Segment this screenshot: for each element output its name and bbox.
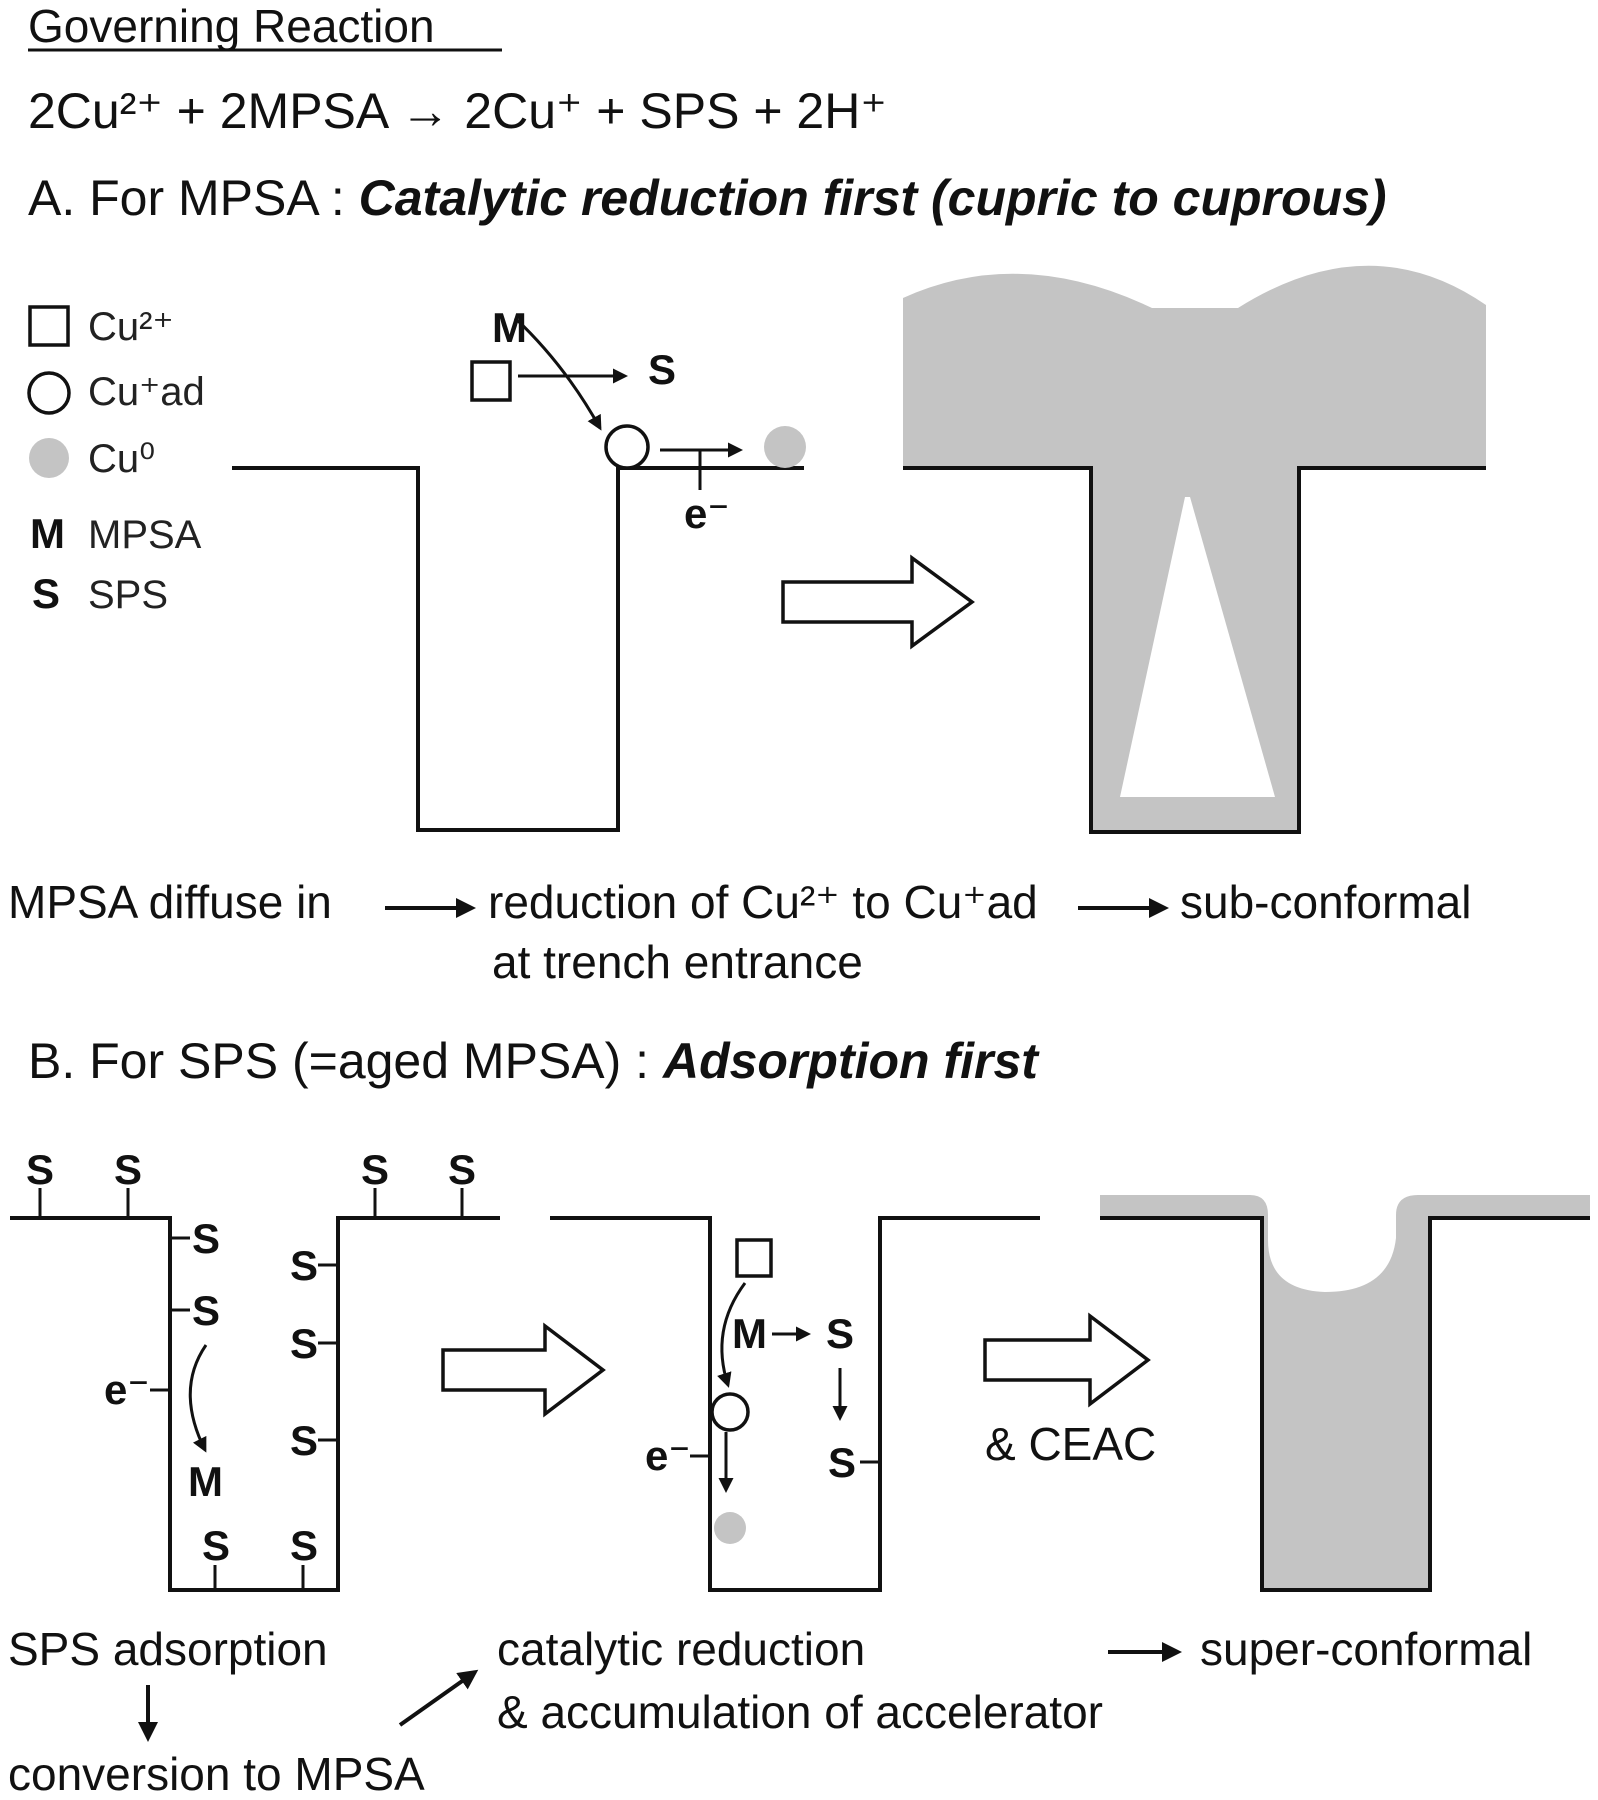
legend-cu-ad-label: Cu⁺ad bbox=[88, 370, 205, 414]
sps-label: S bbox=[26, 1146, 54, 1193]
flow-a-step2-line2: at trench entrance bbox=[492, 936, 863, 988]
overhang-deposit bbox=[903, 265, 1486, 468]
trench-b-result-outline bbox=[903, 466, 1486, 834]
cu2-to-cu-ad-arrow bbox=[717, 1282, 747, 1388]
trench-a-outline bbox=[232, 466, 804, 832]
sps-label: S bbox=[290, 1417, 318, 1464]
sps-label: S bbox=[202, 1522, 230, 1569]
electron-label: e⁻ bbox=[645, 1432, 691, 1479]
entrance-reaction: M S e⁻ bbox=[470, 304, 806, 537]
section-b-prefix: B. For SPS (=aged MPSA) : bbox=[28, 1033, 663, 1089]
section-a: A. For MPSA : Catalytic reduction first … bbox=[8, 170, 1486, 988]
cu2-square-icon bbox=[470, 360, 512, 402]
trench-catalytic: M S S e⁻ bbox=[550, 1216, 1040, 1592]
cu0-dot-icon bbox=[764, 426, 806, 468]
m-to-cu-ad-arrow bbox=[513, 316, 602, 431]
trench-adsorption: S S S S S S e⁻ M S S S S bbox=[10, 1146, 500, 1592]
mpsa-label: M bbox=[732, 1310, 767, 1357]
section-b-emphasis: Adsorption first bbox=[661, 1033, 1040, 1089]
legend-s-label: SPS bbox=[88, 573, 168, 617]
process-arrow-b2 bbox=[983, 1312, 1151, 1408]
legend-cu0-label: Cu⁰ bbox=[88, 437, 155, 481]
trench-b1-outline bbox=[10, 1216, 500, 1592]
flow-a-step3: sub-conformal bbox=[1180, 876, 1471, 928]
sps-label: S bbox=[192, 1215, 220, 1262]
trench-b3-outline bbox=[1100, 1216, 1590, 1592]
flow-b-step3-line2: & accumulation of accelerator bbox=[497, 1686, 1103, 1738]
flow-a: MPSA diffuse in reduction of Cu²⁺ to Cu⁺… bbox=[8, 876, 1471, 988]
sps-label: S bbox=[192, 1287, 220, 1334]
flow-a-step1: MPSA diffuse in bbox=[8, 876, 332, 928]
sps-label: S bbox=[290, 1522, 318, 1569]
process-arrow-b1 bbox=[441, 1322, 606, 1418]
sps-label: S bbox=[448, 1146, 476, 1193]
sps-label: S bbox=[290, 1320, 318, 1367]
reaction-s-label: S bbox=[648, 346, 676, 393]
section-b-heading: B. For SPS (=aged MPSA) : Adsorption fir… bbox=[28, 1033, 1040, 1089]
cu0-dot-icon bbox=[714, 1512, 746, 1544]
cu-ad-circle-icon bbox=[604, 424, 650, 470]
section-b: B. For SPS (=aged MPSA) : Adsorption fir… bbox=[8, 1033, 1590, 1800]
flow-b-step3: catalytic reduction bbox=[497, 1623, 865, 1675]
trench-b2-outline bbox=[550, 1216, 1040, 1592]
super-conformal-result bbox=[1100, 1195, 1590, 1592]
cu0-dot-icon bbox=[29, 438, 69, 478]
cu-ad-circle-icon bbox=[710, 1392, 750, 1432]
legend-cu2-label: Cu²⁺ bbox=[88, 305, 174, 349]
reaction-m-label: M bbox=[492, 304, 527, 351]
sub-conformal-result bbox=[903, 265, 1486, 834]
governing-reaction-equation: 2Cu²⁺ + 2MPSA → 2Cu⁺ + SPS + 2H⁺ bbox=[28, 83, 887, 139]
ceac-label: & CEAC bbox=[985, 1418, 1156, 1470]
flow-b: SPS adsorption conversion to MPSA cataly… bbox=[8, 1623, 1532, 1800]
mpsa-label: M bbox=[188, 1458, 223, 1505]
cu2-square-icon bbox=[735, 1238, 773, 1278]
governing-reaction-title: Governing Reaction bbox=[28, 0, 435, 52]
legend-m-key: M bbox=[30, 510, 65, 557]
void bbox=[1120, 497, 1275, 797]
sps-label: S bbox=[290, 1242, 318, 1289]
process-arrow-a bbox=[781, 554, 975, 650]
section-a-emphasis: Catalytic reduction first (cupric to cup… bbox=[359, 170, 1387, 226]
electron-label: e⁻ bbox=[104, 1366, 150, 1413]
flow-b-step1: SPS adsorption bbox=[8, 1623, 328, 1675]
super-conformal-deposit bbox=[1100, 1195, 1590, 1590]
sps-label: S bbox=[826, 1310, 854, 1357]
sps-label: S bbox=[114, 1146, 142, 1193]
flow-b-diag-arrow bbox=[398, 1669, 479, 1727]
cu2-square-icon bbox=[28, 305, 70, 347]
electron-label: e⁻ bbox=[684, 490, 730, 537]
sps-label: S bbox=[361, 1146, 389, 1193]
legend-s-key: S bbox=[32, 570, 60, 617]
sps-to-mpsa-arrow bbox=[188, 1344, 208, 1453]
section-a-heading: A. For MPSA : Catalytic reduction first … bbox=[28, 170, 1387, 226]
sps-label: S bbox=[828, 1439, 856, 1486]
legend: Cu²⁺ Cu⁺ad Cu⁰ M MPSA S SPS bbox=[27, 305, 205, 617]
flow-b-step4: super-conformal bbox=[1200, 1623, 1532, 1675]
cu-ad-circle-icon bbox=[27, 371, 71, 415]
header: Governing Reaction 2Cu²⁺ + 2MPSA → 2Cu⁺ … bbox=[28, 0, 887, 139]
legend-m-label: MPSA bbox=[88, 513, 202, 557]
flow-b-step2: conversion to MPSA bbox=[8, 1748, 425, 1800]
flow-a-step2: reduction of Cu²⁺ to Cu⁺ad bbox=[488, 876, 1038, 928]
section-a-prefix: A. For MPSA : bbox=[28, 170, 359, 226]
